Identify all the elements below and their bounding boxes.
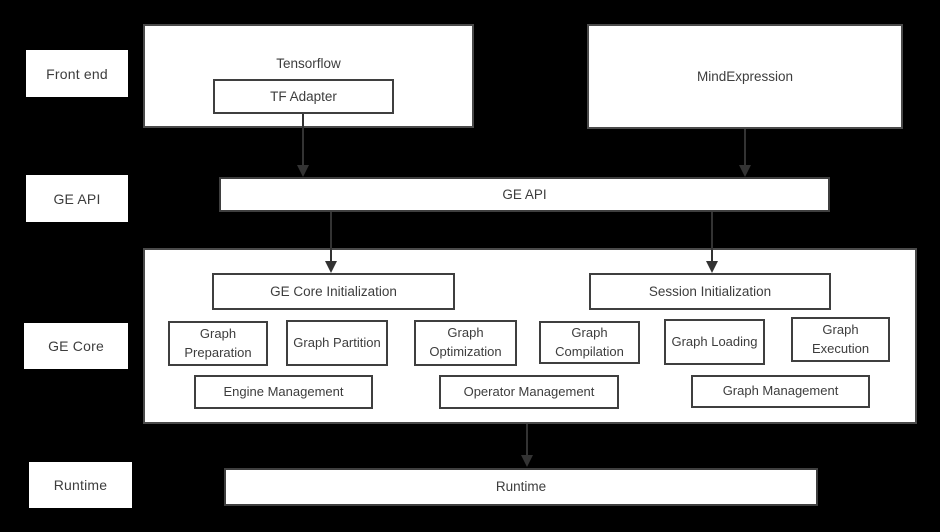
operator-management-box: Operator Management	[439, 375, 619, 409]
mindexpression-box: MindExpression	[587, 24, 903, 129]
arrow-stem	[711, 212, 713, 261]
graph-loading-box: Graph Loading	[664, 319, 765, 365]
arrow-stem	[302, 114, 304, 165]
ge-api-bar: GE API	[219, 177, 830, 212]
graph-execution-box: Graph Execution	[791, 317, 890, 362]
session-initialization-box: Session Initialization	[589, 273, 831, 310]
arrow-down-icon	[297, 165, 309, 177]
arrow-down-icon	[521, 455, 533, 467]
graph-management-box: Graph Management	[691, 375, 870, 408]
row-label-ge-api: GE API	[26, 175, 128, 222]
graph-compilation-box: Graph Compilation	[539, 321, 640, 364]
row-label-front-end: Front end	[26, 50, 128, 97]
arrow-stem	[744, 129, 746, 165]
ge-core-initialization-box: GE Core Initialization	[212, 273, 455, 310]
tensorflow-label: Tensorflow	[276, 56, 341, 71]
arrow-down-icon	[706, 261, 718, 273]
tf-adapter-box: TF Adapter	[213, 79, 394, 114]
row-label-runtime: Runtime	[29, 462, 132, 508]
engine-management-box: Engine Management	[194, 375, 373, 409]
arrow-stem	[526, 424, 528, 455]
runtime-bar: Runtime	[224, 468, 818, 506]
arrow-down-icon	[739, 165, 751, 177]
graph-optimization-box: Graph Optimization	[414, 320, 517, 366]
arrow-down-icon	[325, 261, 337, 273]
graph-preparation-box: Graph Preparation	[168, 321, 268, 366]
arrow-stem	[330, 212, 332, 261]
row-label-ge-core: GE Core	[24, 323, 128, 369]
graph-partition-box: Graph Partition	[286, 320, 388, 366]
